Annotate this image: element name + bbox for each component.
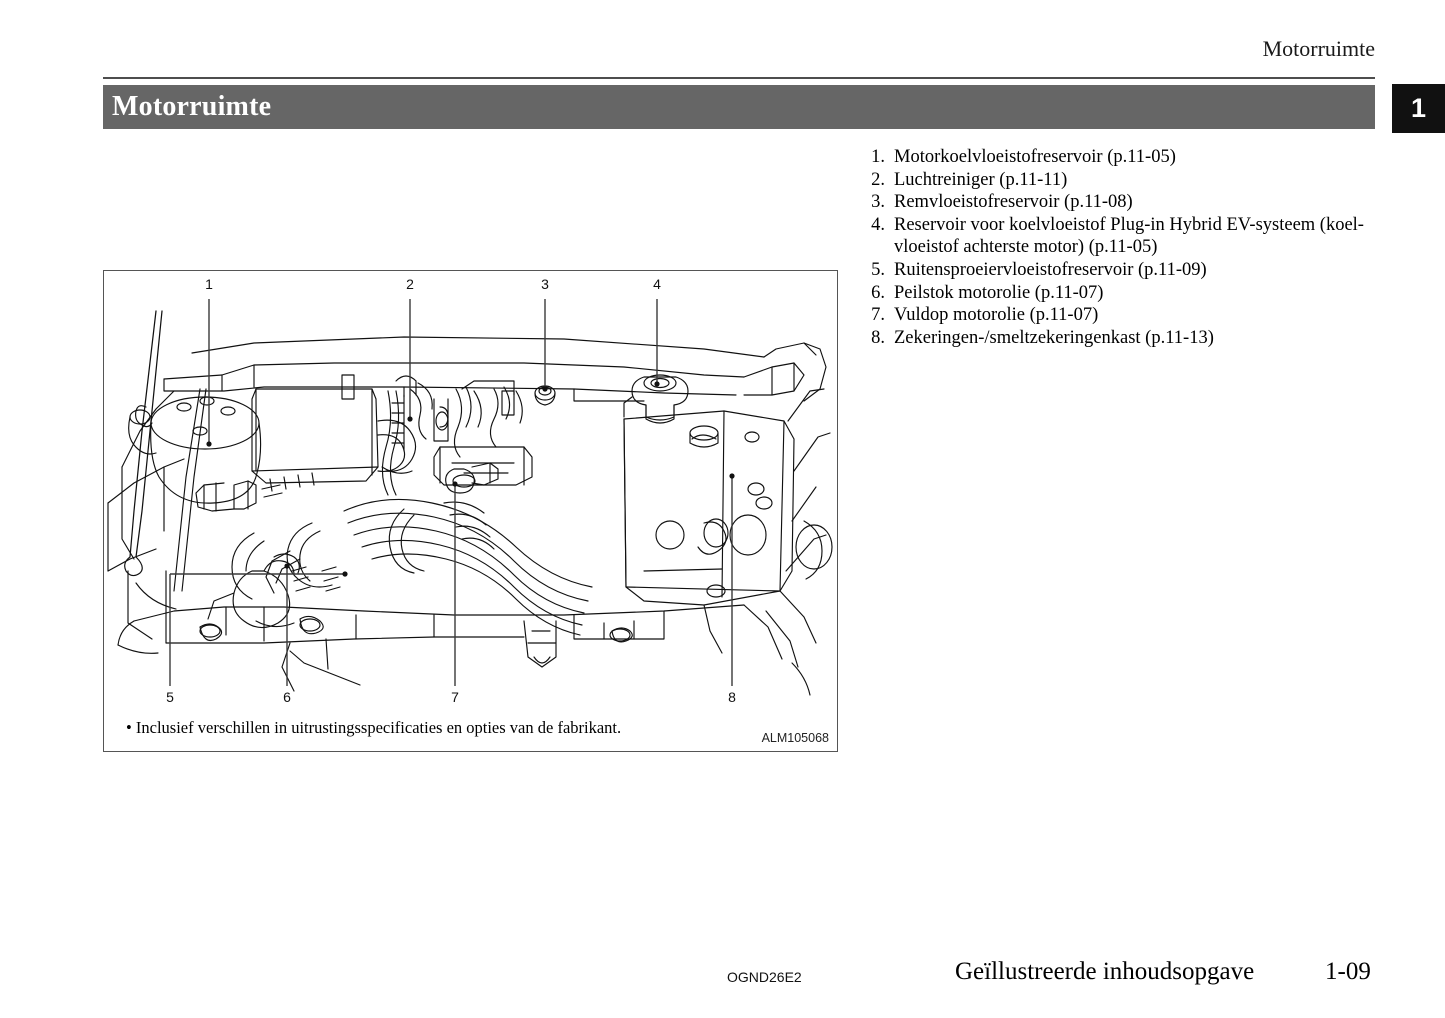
list-item: 8. Zekeringen-/smeltzekeringenkast (p.11… bbox=[858, 327, 1378, 350]
footer-section-title: Geïllustreerde inhoudsopgave bbox=[955, 958, 1255, 985]
engine-compartment-figure: 1 2 3 4 5 6 7 8 • Inclusief verschillen … bbox=[103, 270, 838, 752]
list-item-number: 6. bbox=[871, 282, 885, 303]
list-item-number: 8. bbox=[871, 327, 885, 348]
list-item-number: 5. bbox=[871, 259, 885, 280]
list-item: 3. Remvloeistofreservoir (p.11-08) bbox=[858, 191, 1378, 214]
header-rule bbox=[103, 77, 1375, 79]
component-legend-list: 1. Motorkoelvloeistofreservoir (p.11-05)… bbox=[858, 146, 1378, 349]
document-code: OGND26E2 bbox=[727, 969, 802, 985]
callout-label-7: 7 bbox=[451, 689, 459, 705]
callout-label-6: 6 bbox=[283, 689, 291, 705]
list-item: 4. Reservoir voor koelvloeistof Plug-in … bbox=[858, 214, 1378, 259]
list-item-label: Ruitensproeiervloeistofreservoir (p.11-0… bbox=[894, 259, 1207, 280]
running-head: Motorruimte bbox=[1262, 36, 1375, 61]
list-item-number: 1. bbox=[871, 147, 885, 167]
callout-label-2: 2 bbox=[406, 276, 414, 292]
list-item: 7. Vuldop motorolie (p.11-07) bbox=[858, 304, 1378, 327]
callout-label-8: 8 bbox=[728, 689, 736, 705]
chapter-tab-number: 1 bbox=[1410, 93, 1427, 123]
list-item-label: Peilstok motorolie (p.11-07) bbox=[894, 282, 1104, 303]
list-item-label: Zekeringen-/smeltzekeringenkast (p.11-13… bbox=[894, 327, 1214, 348]
list-item: 5. Ruitensproeiervloeistofreservoir (p.1… bbox=[858, 259, 1378, 282]
callout-label-3: 3 bbox=[541, 276, 549, 292]
list-item-number: 2. bbox=[871, 169, 885, 190]
list-item-label: Reservoir voor koelvloeistof Plug-in Hyb… bbox=[894, 214, 1364, 258]
list-item-number: 7. bbox=[871, 305, 885, 326]
callout-label-4: 4 bbox=[653, 276, 661, 292]
list-item-number: 4. bbox=[871, 214, 885, 235]
list-item-label: Vuldop motorolie (p.11-07) bbox=[894, 305, 1099, 326]
figure-reference-code: ALM105068 bbox=[761, 731, 829, 745]
list-item-label: Remvloeistofreservoir (p.11-08) bbox=[894, 192, 1133, 213]
callout-label-5: 5 bbox=[166, 689, 174, 705]
section-title-banner bbox=[103, 85, 1375, 129]
page-title: Motorruimte bbox=[112, 91, 272, 122]
callout-label-1: 1 bbox=[205, 276, 213, 292]
chapter-tab: 1 bbox=[1392, 84, 1445, 133]
list-item: 1. Motorkoelvloeistofreservoir (p.11-05) bbox=[858, 146, 1378, 169]
page-number: 1-09 bbox=[1325, 958, 1371, 985]
list-item: 2. Luchtreiniger (p.11-11) bbox=[858, 169, 1378, 192]
list-item: 6. Peilstok motorolie (p.11-07) bbox=[858, 282, 1378, 305]
figure-footnote: • Inclusief verschillen in uitrustingssp… bbox=[126, 718, 622, 737]
list-item-number: 3. bbox=[871, 192, 885, 213]
engine-bay-line-drawing: 1 2 3 4 5 6 7 8 bbox=[107, 276, 833, 705]
list-item-label: Luchtreiniger (p.11-11) bbox=[894, 169, 1068, 190]
list-item-label: Motorkoelvloeistofreservoir (p.11-05) bbox=[894, 147, 1176, 167]
